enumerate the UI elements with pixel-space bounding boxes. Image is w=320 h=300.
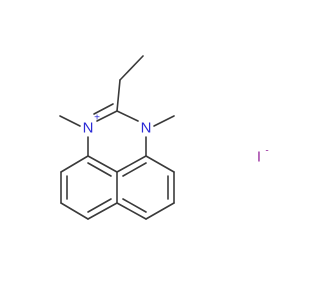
double-bond-inner xyxy=(87,162,112,177)
ethyl-c2-ch2-bond xyxy=(116,79,121,112)
c2-n-plus-bond-2 xyxy=(93,103,114,115)
ring-bond xyxy=(60,202,89,220)
ring-bond xyxy=(116,202,147,220)
bond-layer xyxy=(59,55,175,220)
ethyl-ch2-ch3-bond xyxy=(119,55,144,81)
nitrogen-right-label: N xyxy=(141,120,152,137)
ring-bond xyxy=(87,202,118,220)
n-plus-methyl-bond xyxy=(59,115,81,127)
c2-n-right-bond xyxy=(116,110,139,122)
ring-bond xyxy=(116,155,147,173)
nitrogen-plus-label: N xyxy=(83,120,94,137)
ring-bond xyxy=(145,155,175,173)
double-bond-inner xyxy=(122,162,147,177)
ring-bond xyxy=(145,202,175,220)
nitrogen-plus-charge: + xyxy=(94,113,100,124)
n-right-methyl-bond xyxy=(153,115,175,127)
ring-bond xyxy=(87,155,118,173)
c2-n-plus-bond-1 xyxy=(96,110,118,122)
iodide-charge: - xyxy=(265,146,268,157)
atom-label-layer: N + N I - xyxy=(83,113,269,166)
iodide-label: I xyxy=(257,149,261,166)
structure-canvas: N + N I - xyxy=(59,55,269,220)
double-bond-inner xyxy=(122,198,147,213)
ring-bond xyxy=(60,155,89,173)
double-bond-inner xyxy=(87,198,112,213)
